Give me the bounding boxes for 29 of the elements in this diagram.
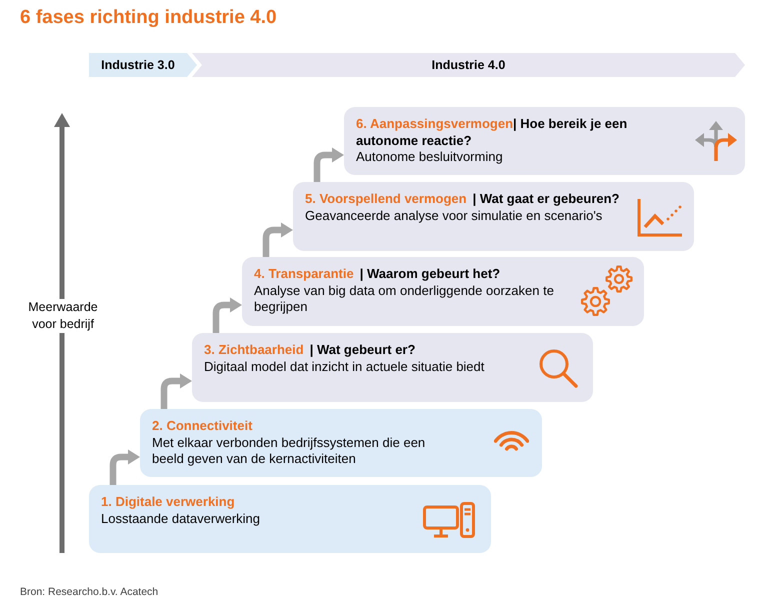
chevron-band [192,53,745,77]
source-note: Bron: Researcho.b.v. Acatech [20,586,158,598]
step-heading: 4. Transparantie | Waarom gebeurt het? [254,266,500,282]
curved-arrow [262,222,293,257]
chevron-band [89,53,197,77]
step-box [140,409,542,477]
curved-arrow [110,450,140,485]
step-description: Geavanceerde analyse voor simulatie en scenario's [305,208,602,224]
step-heading: 3. Zichtbaarheid | Wat gebeurt er? [204,342,416,358]
step-box [293,182,694,251]
step-description: Digitaal model dat inzicht in actuele situatie biedt [204,358,484,375]
step-box [242,257,644,326]
step-description: Analyse van big data om onderliggende oorzaken te begrijpen [254,282,554,316]
step-heading: 2. Connectiviteit [152,418,252,434]
step-description: Autonome besluitvorming [356,149,503,166]
step-heading: 5. Voorspellend vermogen | Wat gaat er gebeuren? [305,191,620,208]
step-box [344,107,745,175]
step-heading: 6. Aanpassingsvermogen| Hoe bereik je een autonome reactie? [356,116,628,149]
curved-arrow [160,374,192,409]
step-heading: 1. Digitale verwerking [101,494,235,510]
band-label: Industrie 3.0 [101,58,175,72]
curved-arrow [212,298,242,333]
step-box [192,333,593,402]
curved-arrow [314,148,344,182]
step-box [89,485,491,553]
step-description: Met elkaar verbonden bedrijfssystemen die een beeld geven van de kernactiviteiten [152,434,426,468]
title: 6 fases richting industrie 4.0 [20,7,277,29]
band-label: Industrie 4.0 [432,58,506,72]
step-description: Losstaande dataverwerking [101,510,260,527]
